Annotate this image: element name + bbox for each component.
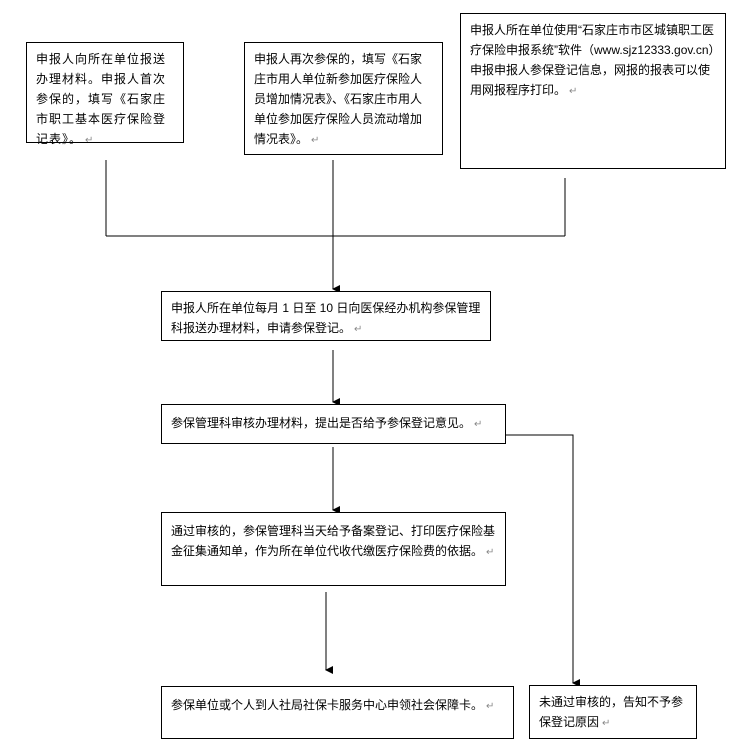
box-submit: 申报人所在单位每月 1 日至 10 日向医保经办机构参保管理科报送办理材料，申请… (161, 291, 491, 341)
paragraph-mark: ↵ (486, 547, 495, 558)
paragraph-mark: ↵ (85, 135, 95, 146)
box-text: 申报人再次参保的，填写《石家庄市用人单位新参加医疗保险人员增加情况表》、《石家庄… (254, 52, 423, 146)
paragraph-mark: ↵ (311, 135, 320, 146)
arrow (505, 434, 580, 687)
box-card: 参保单位或个人到人社局社保卡服务中心申领社会保障卡。↵ (161, 686, 514, 739)
paragraph-mark: ↵ (602, 718, 611, 729)
box-re-insure: 申报人再次参保的，填写《石家庄市用人单位新参加医疗保险人员增加情况表》、《石家庄… (244, 42, 443, 155)
box-text: 未通过审核的，告知不予参保登记原因 (539, 695, 684, 729)
box-online: 申报人所在单位使用“石家庄市市区城镇职工医疗保险申报系统”软件（www.sjz1… (460, 13, 726, 169)
box-text: 参保管理科审核办理材料，提出是否给予参保登记意见。 (171, 416, 472, 430)
box-approved: 通过审核的，参保管理科当天给予备案登记、打印医疗保险基金征集通知单，作为所在单位… (161, 512, 506, 586)
box-review: 参保管理科审核办理材料，提出是否给予参保登记意见。↵ (161, 404, 506, 444)
box-rejected: 未通过审核的，告知不予参保登记原因↵ (529, 685, 697, 739)
paragraph-mark: ↵ (474, 419, 483, 430)
box-text: 申报人所在单位使用“石家庄市市区城镇职工医疗保险申报系统”软件（www.sjz1… (470, 23, 715, 97)
box-first-time: 申报人向所在单位报送办理材料。申报人首次参保的，填写《石家庄市职工基本医疗保险登… (26, 42, 184, 146)
paragraph-mark: ↵ (354, 324, 363, 335)
box-text: 通过审核的，参保管理科当天给予备案登记、打印医疗保险基金征集通知单，作为所在单位… (171, 524, 496, 558)
paragraph-mark: ↵ (569, 86, 578, 97)
box-text: 申报人向所在单位报送办理材料。申报人首次参保的，填写《石家庄市职工基本医疗保险登… (36, 52, 167, 146)
box-text: 申报人所在单位每月 1 日至 10 日向医保经办机构参保管理科报送办理材料，申请… (171, 301, 481, 335)
paragraph-mark: ↵ (486, 701, 495, 712)
box-text: 参保单位或个人到人社局社保卡服务中心申领社会保障卡。 (171, 698, 484, 712)
